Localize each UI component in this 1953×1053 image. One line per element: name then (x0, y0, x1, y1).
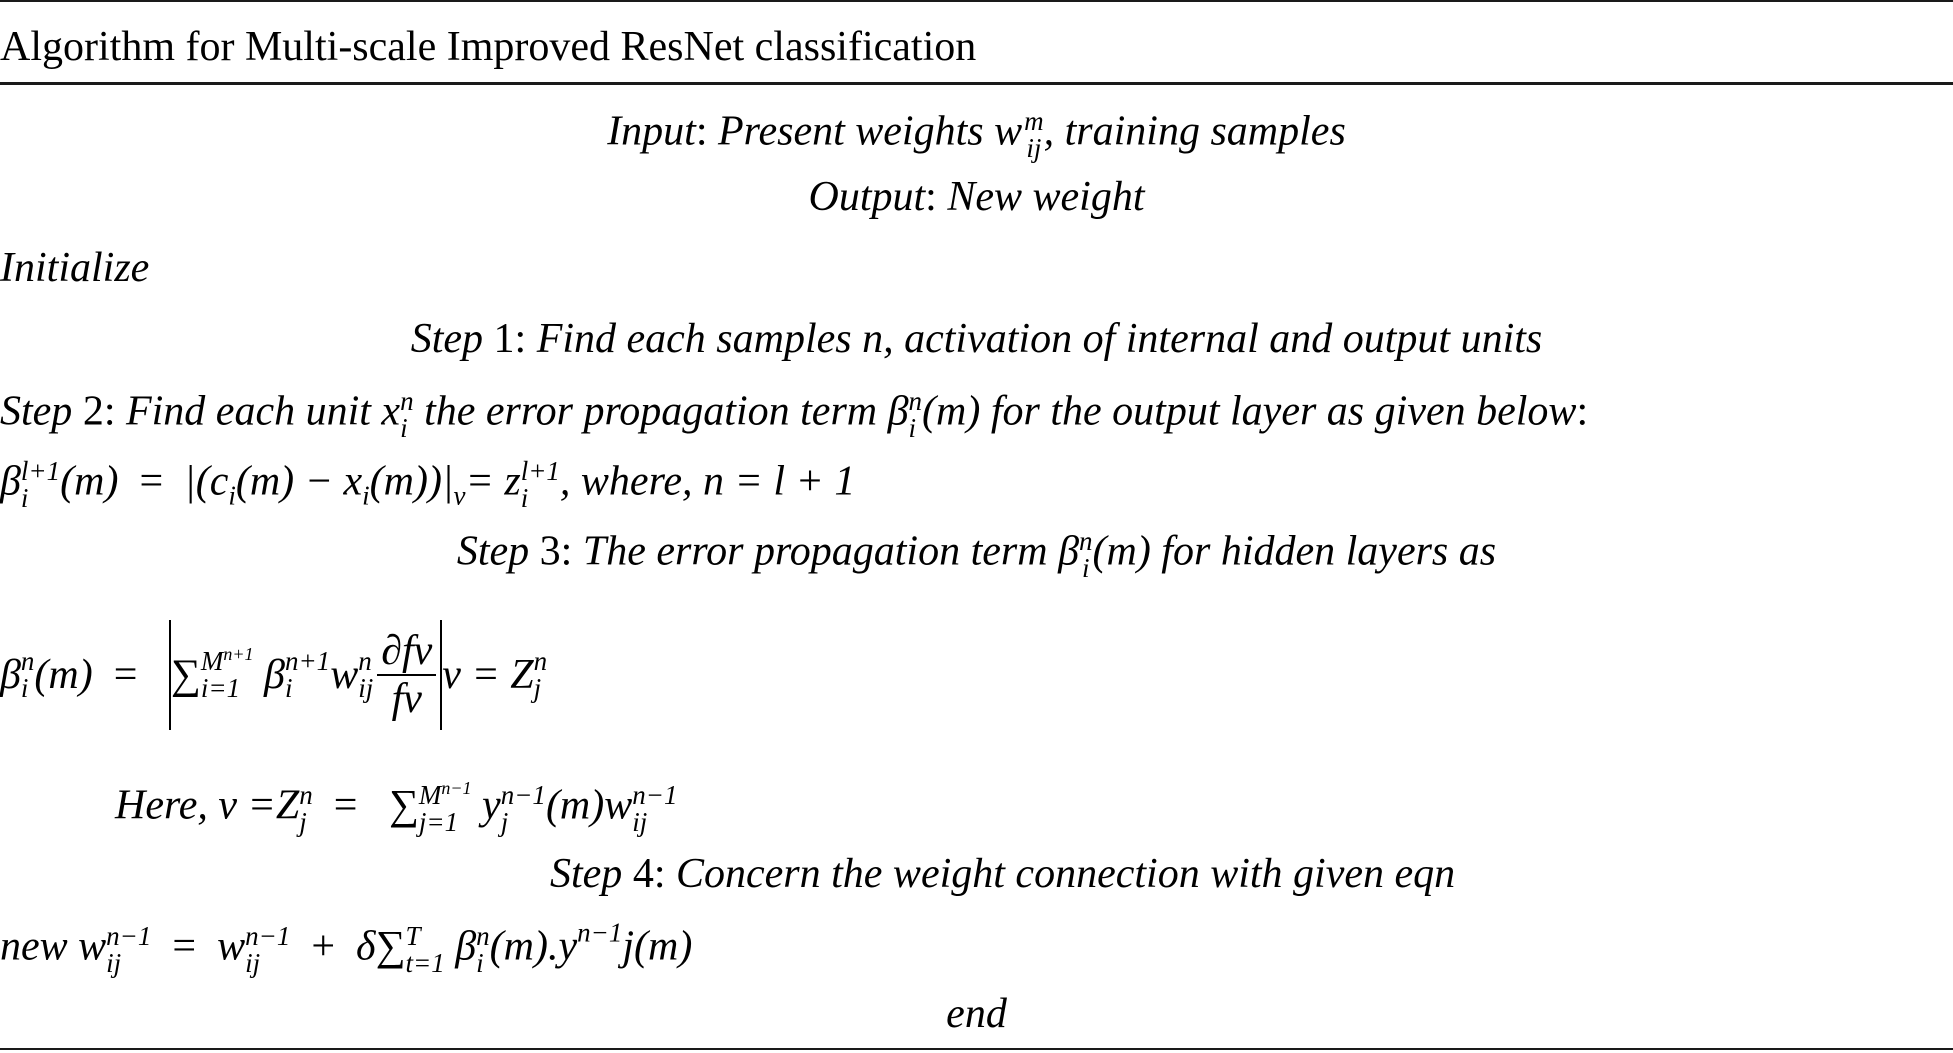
output-label: Output (808, 174, 926, 220)
input-tail: , training samples (1043, 108, 1346, 155)
end-text: end (946, 991, 1007, 1037)
input-text: Present weights w (718, 108, 1023, 155)
initialize-line: Initialize (0, 247, 149, 289)
step4-label: Step (550, 851, 623, 897)
step2-text-a: Find each unit x (125, 388, 401, 435)
step1-number: 1 (493, 316, 515, 362)
bottom-rule (0, 1048, 1953, 1050)
step3-text-b: (m) for hidden layers as (1092, 528, 1497, 575)
initialize-text: Initialize (0, 245, 150, 291)
input-label: Input (607, 108, 696, 155)
step4-number: 4 (632, 851, 654, 897)
step3-text-a: The error propagation term β (582, 528, 1079, 575)
end-line: end (0, 993, 1953, 1035)
table-title: Algorithm for Multi-scale Improved ResNe… (0, 24, 977, 70)
step1-text: Find each samples n, activation of inter… (536, 316, 1543, 362)
step2-number: 2 (82, 388, 104, 435)
step4-text: Concern the weight connection with given… (675, 851, 1456, 897)
step2-text-c: (m) for the output layer as given below (922, 388, 1577, 435)
step1-line: Step 1: Find each samples n, activation … (410, 316, 1543, 362)
step1-label: Step (410, 316, 484, 362)
step4-line: Step 4: Concern the weight connection wi… (550, 851, 1456, 897)
output-text: New weight (947, 174, 1145, 220)
output-line: Output: New weight (808, 174, 1145, 220)
header-rule (0, 82, 1953, 85)
step2-label: Step (0, 388, 73, 435)
top-rule (0, 0, 1953, 2)
step3-label: Step (456, 528, 530, 575)
step3-number: 3 (539, 528, 561, 575)
step2-text-b: the error propagation term β (413, 388, 909, 435)
